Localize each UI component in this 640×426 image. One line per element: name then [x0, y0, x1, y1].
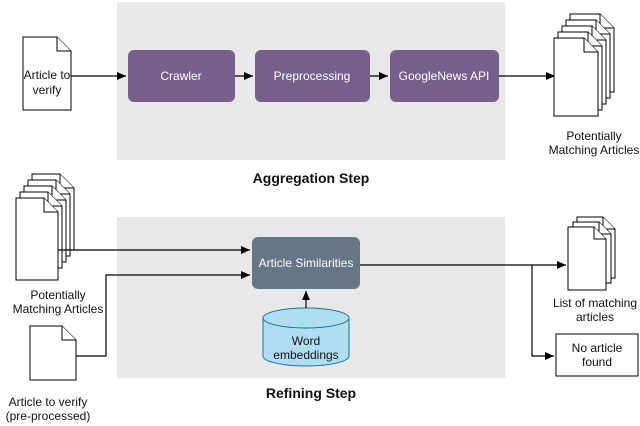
word-embeddings-cylinder: Word embeddings: [262, 307, 350, 367]
googlenews-api-box: GoogleNews API: [390, 50, 499, 102]
list-of-matching-articles-stack: [567, 216, 616, 291]
preprocessed-label-1: Article to verify: [9, 395, 88, 409]
potentially-matching-articles-stack: [553, 13, 615, 117]
article-similarities-box: Article Similarities: [252, 237, 360, 289]
edge-preprocessed-to-similarities: [76, 271, 250, 357]
refining-input-label-1: Potentially: [30, 288, 85, 302]
article-to-verify-doc: Article to verify: [22, 36, 72, 111]
no-article-label-1: No article: [572, 341, 623, 355]
crawler-box: Crawler: [128, 50, 235, 102]
preprocessing-label: Preprocessing: [274, 69, 351, 83]
edge-to-no-article: [531, 265, 554, 360]
article-similarities-label: Article Similarities: [259, 256, 354, 270]
word-embeddings-label-1: Word: [292, 334, 320, 348]
no-article-found-box: No article found: [555, 333, 639, 377]
no-article-label-2: found: [582, 355, 612, 369]
article-to-verify-label-1: Article to: [24, 68, 71, 82]
preprocessing-box: Preprocessing: [255, 50, 370, 102]
output-label-1: Potentially: [566, 129, 621, 143]
googlenews-api-label: GoogleNews API: [399, 69, 490, 83]
crawler-label: Crawler: [160, 69, 201, 83]
word-embeddings-label-2: embeddings: [273, 348, 338, 362]
article-to-verify-preprocessed-doc: [29, 325, 77, 381]
article-to-verify-label-2: verify: [33, 83, 62, 97]
refining-input-articles-stack: [15, 173, 75, 281]
matching-label-2: articles: [576, 310, 614, 324]
output-label-2: Matching Articles: [549, 143, 640, 157]
aggregation-step-title: Aggregation Step: [253, 170, 370, 186]
refining-step-title: Refining Step: [266, 385, 356, 401]
refining-input-label-2: Matching Articles: [13, 302, 104, 316]
preprocessed-label-2: (pre-processed): [6, 409, 91, 423]
matching-label-1: List of matching: [553, 296, 637, 310]
